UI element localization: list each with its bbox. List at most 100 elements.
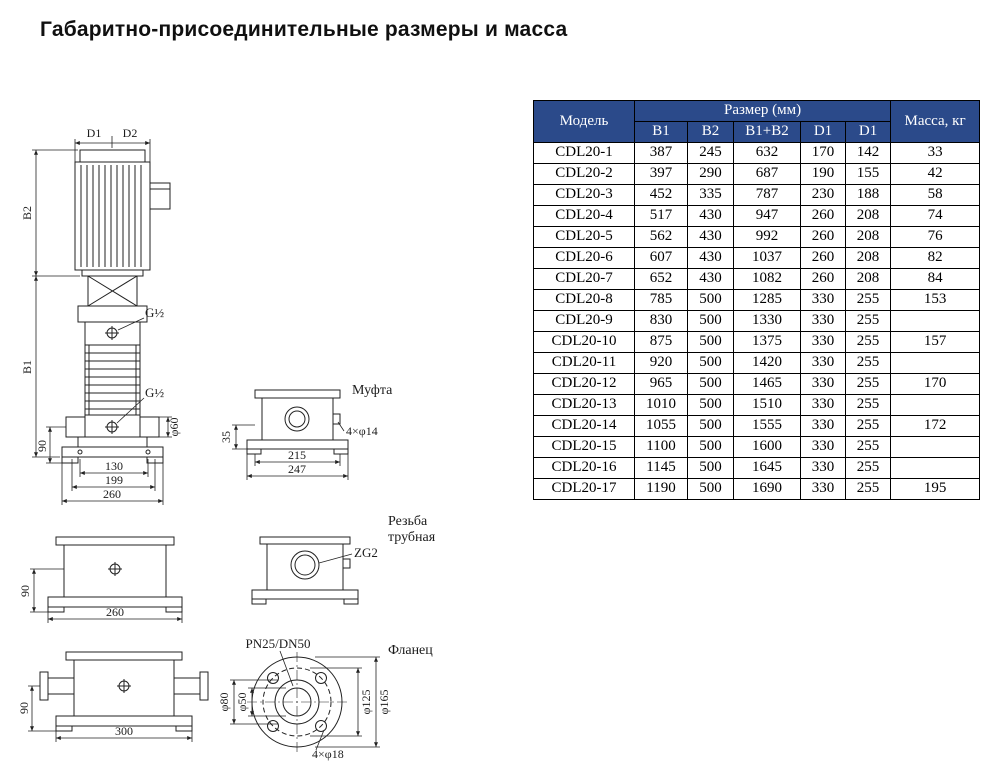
value-cell: 245 [687, 142, 734, 164]
coupling-label: Муфта [352, 383, 393, 398]
value-cell: 1082 [733, 268, 801, 290]
value-cell: 1420 [733, 352, 801, 374]
value-cell: 188 [844, 184, 892, 206]
value-cell: 330 [800, 331, 846, 353]
coupling-drawing: Муфта 35 215 247 4×φ14 [220, 383, 393, 480]
col-header-model: Модель [533, 100, 635, 143]
value-cell: 500 [687, 457, 734, 479]
value-cell: 965 [634, 373, 688, 395]
value-cell: 255 [844, 373, 892, 395]
value-cell: 330 [800, 373, 846, 395]
thread-size-label: ZG2 [354, 545, 378, 560]
value-cell: 170 [890, 373, 981, 395]
flange-face-view [247, 652, 347, 752]
dim-phi60-label: φ60 [167, 418, 181, 437]
value-cell: 500 [687, 394, 734, 416]
dim-phi50-label: φ50 [235, 693, 249, 712]
value-cell: 255 [844, 457, 892, 479]
model-cell: CDL20-3 [533, 184, 635, 206]
model-cell: CDL20-13 [533, 394, 635, 416]
model-cell: CDL20-15 [533, 436, 635, 458]
model-cell: CDL20-17 [533, 478, 635, 500]
value-cell: 82 [890, 247, 981, 269]
value-cell: 687 [733, 163, 801, 185]
value-cell: 255 [844, 289, 892, 311]
dim-holes-label: 4×φ14 [346, 424, 378, 438]
value-cell: 208 [844, 205, 892, 227]
thread-label-line2: трубная [388, 530, 436, 545]
value-cell: 330 [800, 352, 846, 374]
value-cell: 74 [890, 205, 981, 227]
port-symbols [105, 326, 119, 434]
value-cell: 430 [687, 247, 734, 269]
value-cell: 785 [634, 289, 688, 311]
value-cell: 255 [844, 331, 892, 353]
value-cell: 430 [687, 268, 734, 290]
dim-phi125-label: φ125 [359, 690, 373, 715]
dim-300-label: 300 [115, 724, 133, 738]
model-cell: CDL20-6 [533, 247, 635, 269]
model-cell: CDL20-11 [533, 352, 635, 374]
value-cell: 1690 [733, 478, 801, 500]
value-cell [890, 394, 981, 416]
value-cell: 58 [890, 184, 981, 206]
value-cell [890, 352, 981, 374]
value-cell: 1190 [634, 478, 688, 500]
value-cell: 1645 [733, 457, 801, 479]
value-cell: 1055 [634, 415, 688, 437]
value-cell: 607 [634, 247, 688, 269]
coupling-outline [246, 389, 349, 455]
model-cell: CDL20-1 [533, 142, 635, 164]
col-header-b1-plus-b2: В1+В2 [733, 121, 801, 143]
value-cell: 330 [800, 289, 846, 311]
dim-90-label: 90 [20, 585, 32, 597]
value-cell: 1037 [733, 247, 801, 269]
thread-detail-view [251, 536, 359, 605]
dim-90-label: 90 [35, 440, 49, 452]
thread-label-line1: Резьба [388, 515, 428, 529]
dim-199-label: 199 [105, 473, 123, 487]
dim-b1-label: B1 [22, 360, 34, 374]
col-header-b2: В2 [687, 121, 734, 143]
col-header-d1: D1 [800, 121, 846, 143]
flange-standard-label: PN25/DN50 [245, 638, 310, 651]
value-cell: 172 [890, 415, 981, 437]
value-cell: 1555 [733, 415, 801, 437]
col-header-mass: Масса, кг [890, 100, 981, 143]
value-cell: 452 [634, 184, 688, 206]
value-cell: 500 [687, 436, 734, 458]
dim-90-label: 90 [20, 702, 31, 714]
dim-35-label: 35 [220, 431, 233, 443]
value-cell: 255 [844, 415, 892, 437]
value-cell: 260 [800, 226, 846, 248]
value-cell: 84 [890, 268, 981, 290]
thread-front-view [47, 536, 183, 613]
dim-holes-label: 4×φ18 [312, 747, 344, 761]
value-cell: 1285 [733, 289, 801, 311]
value-cell [890, 457, 981, 479]
value-cell: 500 [687, 415, 734, 437]
value-cell: 500 [687, 289, 734, 311]
value-cell: 1600 [733, 436, 801, 458]
value-cell: 190 [800, 163, 846, 185]
model-cell: CDL20-4 [533, 205, 635, 227]
value-cell: 290 [687, 163, 734, 185]
value-cell: 255 [844, 310, 892, 332]
value-cell: 255 [844, 436, 892, 458]
pump-dimension-lines [32, 136, 172, 505]
value-cell: 260 [800, 247, 846, 269]
value-cell: 652 [634, 268, 688, 290]
thread-dimension-lines [30, 553, 353, 623]
value-cell: 33 [890, 142, 981, 164]
value-cell: 260 [800, 205, 846, 227]
value-cell: 500 [687, 352, 734, 374]
